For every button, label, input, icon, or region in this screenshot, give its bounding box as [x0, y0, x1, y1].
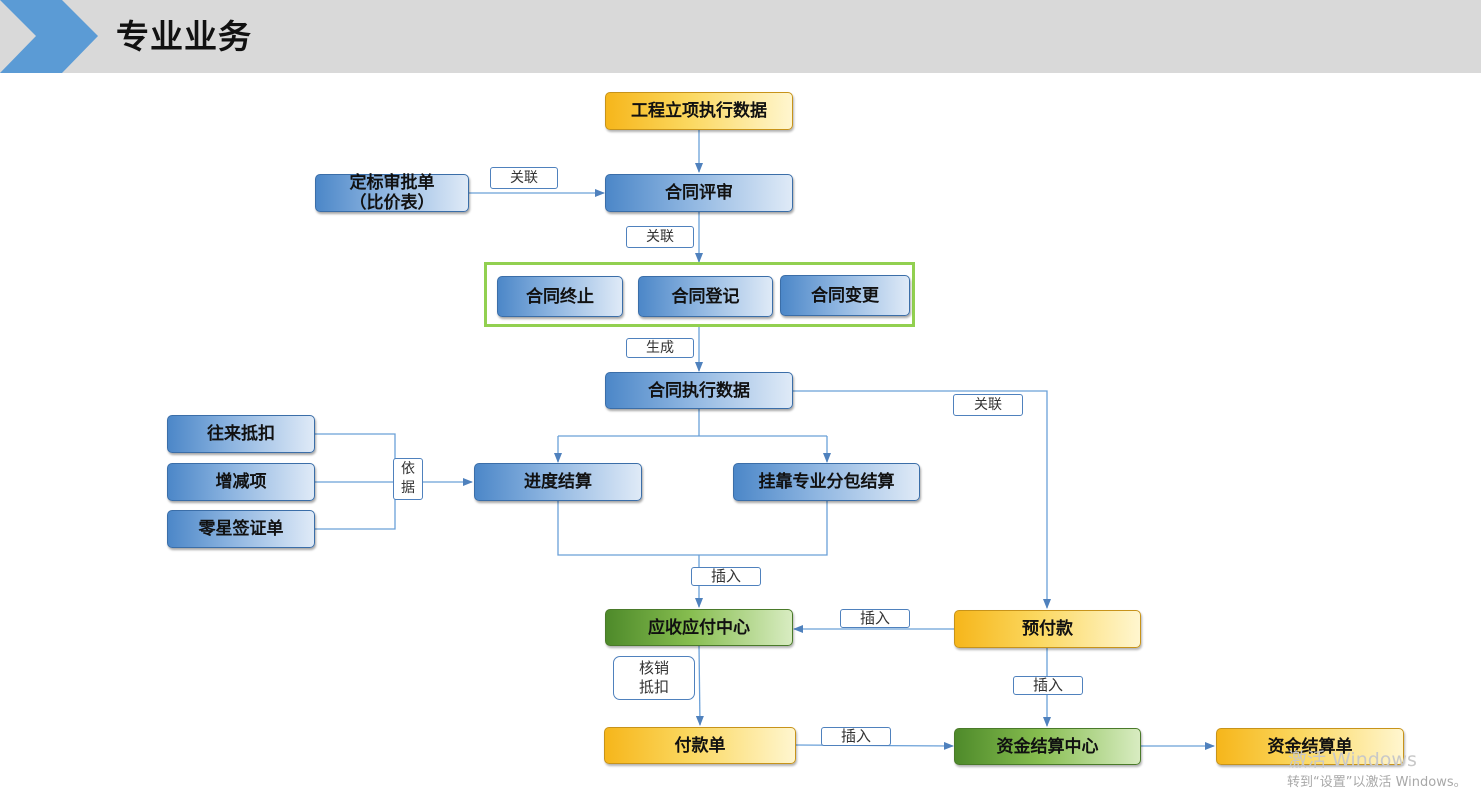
label-associate-bid: 关联	[490, 167, 558, 189]
verify-line1: 核销	[638, 659, 669, 677]
node-increase-decrease[interactable]: 增减项	[167, 463, 315, 501]
bid-approval-line2: （比价表）	[349, 193, 435, 213]
label-associate-prepay: 关联	[953, 394, 1023, 416]
edge-exec-to-prepay	[792, 390, 1051, 609]
label-associate-review: 关联	[626, 226, 694, 248]
node-fund-settlement-order[interactable]: 资金结算单	[1216, 728, 1404, 765]
node-prepayment[interactable]: 预付款	[954, 610, 1141, 648]
node-receivable-payable-center[interactable]: 应收应付中心	[605, 609, 793, 646]
watermark-line1: 激活 Windows	[1288, 749, 1417, 771]
node-fund-settlement-center[interactable]: 资金结算中心	[954, 728, 1141, 765]
label-generate: 生成	[626, 338, 694, 358]
node-affiliated-subcontract[interactable]: 挂靠专业分包结算	[733, 463, 920, 501]
node-sporadic-visa[interactable]: 零星签证单	[167, 510, 315, 548]
label-insert-prepay: 插入	[840, 609, 910, 628]
node-dealings-deduction[interactable]: 往来抵扣	[167, 415, 315, 453]
node-contract-terminate[interactable]: 合同终止	[497, 276, 623, 317]
node-contract-change[interactable]: 合同变更	[780, 275, 910, 316]
chevron-arrow-icon	[0, 0, 98, 73]
edge-center-to-payment	[695, 645, 704, 726]
basis-line2: 据	[401, 480, 415, 496]
label-insert-settlement: 插入	[691, 567, 761, 586]
watermark-line2: 转到“设置”以激活 Windows。	[1287, 775, 1467, 790]
node-bid-approval[interactable]: 定标审批单 （比价表）	[315, 173, 469, 213]
node-project-data[interactable]: 工程立项执行数据	[605, 92, 793, 130]
label-verify-deduct: 核销 抵扣	[613, 656, 695, 700]
verify-line2: 抵扣	[638, 678, 669, 696]
header-bar	[0, 0, 1481, 73]
page-title: 专业业务	[116, 17, 252, 56]
node-payment-order[interactable]: 付款单	[604, 727, 796, 764]
bid-approval-line1: 定标审批单	[349, 173, 435, 193]
label-basis: 依 据	[393, 458, 423, 500]
label-insert-prepay-fund: 插入	[1013, 676, 1083, 695]
basis-line1: 依	[401, 461, 415, 477]
node-contract-exec-data[interactable]: 合同执行数据	[605, 372, 793, 409]
label-insert-payment: 插入	[821, 727, 891, 746]
edge-settlements-merge	[557, 501, 828, 556]
node-progress-settlement[interactable]: 进度结算	[474, 463, 642, 501]
node-contract-review[interactable]: 合同评审	[605, 174, 793, 212]
node-contract-register[interactable]: 合同登记	[638, 276, 773, 317]
